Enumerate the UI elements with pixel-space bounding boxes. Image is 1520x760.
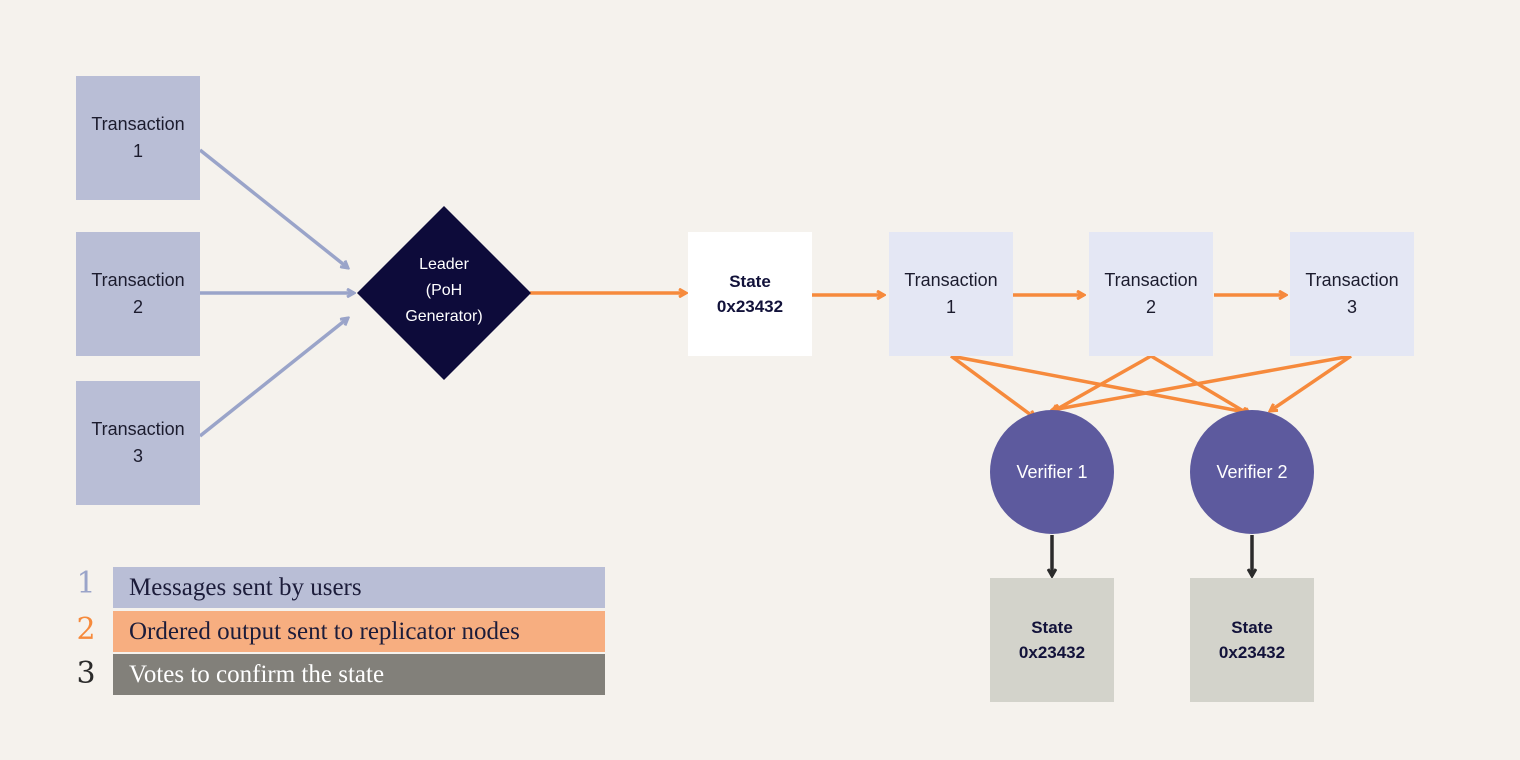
output-transaction-2-number: 2 (1145, 297, 1156, 317)
input-transaction-3-number: 3 (132, 446, 143, 466)
verifier-2-state: State 0x23432 (1190, 578, 1314, 702)
verifier-1-state-value: 0x23432 (1018, 643, 1086, 662)
leader-label-line2: (PoH (425, 282, 463, 299)
output-transaction-3: Transaction 3 (1290, 232, 1414, 356)
output-transaction-2: Transaction 2 (1089, 232, 1213, 356)
verifier-1-state-title: State (1031, 618, 1073, 637)
input-transaction-2-title: Transaction (91, 270, 185, 290)
input-transaction-1: Transaction 1 (76, 76, 200, 200)
legend-number-1: 1 (76, 566, 96, 601)
verifier-2-state-value: 0x23432 (1218, 643, 1286, 662)
verifier-1: Verifier 1 (990, 410, 1114, 534)
legend-text-3: Votes to confirm the state (129, 660, 385, 688)
leader-label-line3: Generator) (405, 308, 483, 325)
output-transaction-1-number: 1 (945, 297, 956, 317)
legend-bar-3: Votes to confirm the state (113, 654, 605, 695)
leader-label: Leader (PoH Generator) (384, 252, 504, 330)
legend-bar-1: Messages sent by users (113, 567, 605, 608)
arrow-out-tx2-to-verifier2 (1150, 354, 1250, 415)
arrow-out-tx1-to-verifier1 (949, 354, 1035, 418)
output-transaction-1-title: Transaction (904, 270, 998, 290)
leader-diamond (357, 206, 531, 380)
input-transaction-2-number: 2 (132, 297, 143, 317)
verifier-2-label: Verifier 2 (1216, 461, 1288, 482)
input-transaction-1-number: 1 (132, 141, 143, 161)
arrow-tx1-to-leader (198, 148, 348, 268)
legend-bar-2: Ordered output sent to replicator nodes (113, 611, 605, 652)
state-main: State 0x23432 (688, 232, 812, 356)
legend-number-2: 2 (76, 612, 96, 647)
input-transaction-1-title: Transaction (91, 114, 185, 134)
legend-text-1: Messages sent by users (129, 573, 362, 601)
arrow-out-tx3-to-verifier1 (1052, 354, 1352, 410)
state-main-value: 0x23432 (716, 297, 784, 316)
output-transaction-3-title: Transaction (1305, 270, 1399, 290)
state-main-title: State (729, 272, 771, 291)
arrow-tx3-to-leader (198, 318, 348, 438)
input-transaction-3: Transaction 3 (76, 381, 200, 505)
leader-label-line1: Leader (419, 256, 469, 273)
input-transaction-2: Transaction 2 (76, 232, 200, 356)
output-transaction-1: Transaction 1 (889, 232, 1013, 356)
legend-text-2: Ordered output sent to replicator nodes (129, 617, 520, 645)
legend-number-3: 3 (76, 656, 96, 691)
output-transaction-3-number: 3 (1346, 297, 1357, 317)
input-transaction-3-title: Transaction (91, 419, 185, 439)
verifier-2-state-title: State (1231, 618, 1273, 637)
output-transaction-2-title: Transaction (1104, 270, 1198, 290)
verifier-1-label: Verifier 1 (1016, 461, 1088, 482)
arrow-out-tx2-to-verifier1 (1052, 354, 1152, 412)
verifier-2: Verifier 2 (1190, 410, 1314, 534)
verifier-1-state: State 0x23432 (990, 578, 1114, 702)
arrow-out-tx3-to-verifier2 (1270, 354, 1352, 411)
